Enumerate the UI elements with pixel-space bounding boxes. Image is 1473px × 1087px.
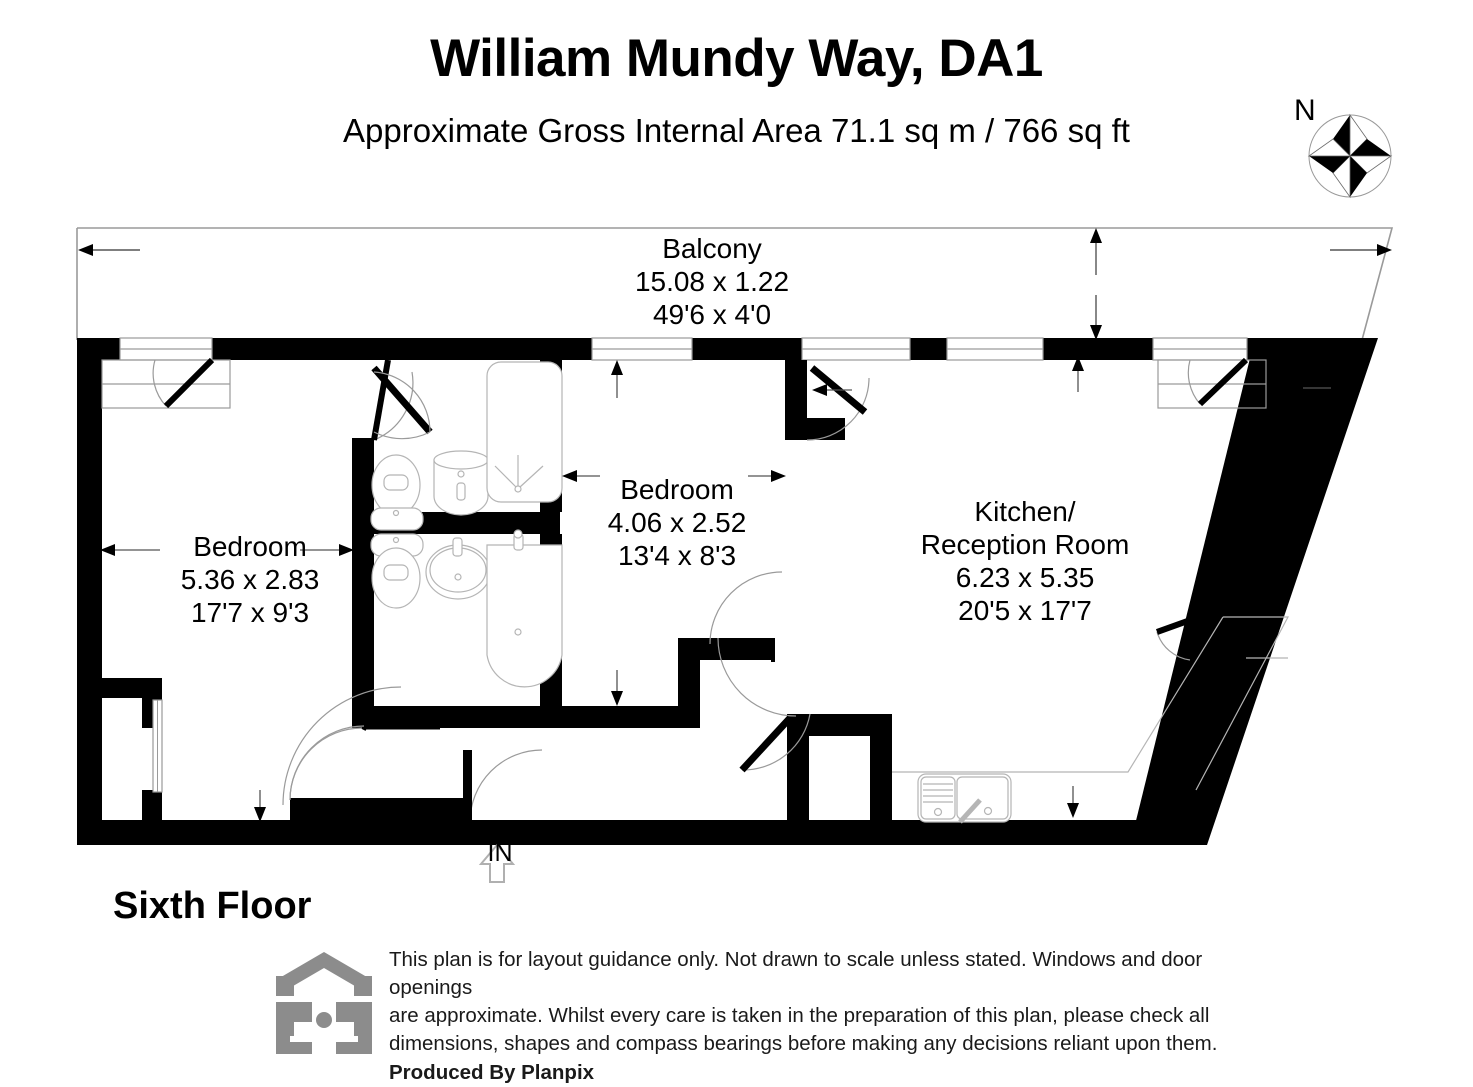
page-title: William Mundy Way, DA1 bbox=[430, 29, 1043, 88]
window-swing-arcs bbox=[152, 357, 1249, 409]
room-imperial-dims: 17'7 x 9'3 bbox=[190, 597, 310, 628]
left-wall-window bbox=[152, 699, 163, 793]
window-frames bbox=[101, 337, 1267, 409]
planpix-house-icon bbox=[276, 952, 372, 1054]
room-name: Balcony bbox=[662, 233, 762, 264]
bedroom-left-upper-door bbox=[373, 371, 431, 433]
entrance-marker: IN bbox=[470, 838, 530, 868]
room-label-bedroom-middle: Bedroom 4.06 x 2.52 13'4 x 8'3 bbox=[527, 473, 827, 572]
footer-line-2: are approximate. Whilst every care is ta… bbox=[389, 1004, 1210, 1027]
footer-line-3: dimensions, shapes and compass bearings … bbox=[389, 1032, 1218, 1055]
page-subtitle: Approximate Gross Internal Area 71.1 sq … bbox=[343, 112, 1130, 149]
bathroom-upper-fixtures bbox=[370, 361, 563, 531]
compass-rose: N bbox=[1288, 94, 1398, 208]
room-label-kitchen-reception: Kitchen/ Reception Room 6.23 x 5.35 20'5… bbox=[855, 495, 1195, 627]
room-metric-dims: 5.36 x 2.83 bbox=[180, 564, 320, 595]
shower-icon bbox=[486, 361, 563, 503]
footer-line-1: This plan is for layout guidance only. N… bbox=[389, 948, 1203, 999]
hall-door-swings-2 bbox=[282, 686, 402, 806]
room-imperial-dims: 13'4 x 8'3 bbox=[617, 540, 737, 571]
room-name-line2: Reception Room bbox=[920, 529, 1130, 560]
room-imperial-dims: 49'6 x 4'0 bbox=[652, 299, 772, 330]
room-name: Bedroom bbox=[193, 531, 307, 562]
dimension-arrows bbox=[100, 356, 1346, 822]
entrance-arrow-icon bbox=[478, 843, 516, 883]
interior-walls bbox=[102, 360, 892, 822]
room-metric-dims: 6.23 x 5.35 bbox=[955, 562, 1095, 593]
room-metric-dims: 15.08 x 1.22 bbox=[634, 266, 790, 297]
compass-rose-icon bbox=[1307, 113, 1393, 199]
entrance-label: IN bbox=[487, 839, 513, 867]
balcony-outline bbox=[76, 227, 1394, 341]
room-label-bedroom-left: Bedroom 5.36 x 2.83 17'7 x 9'3 bbox=[102, 530, 398, 629]
footer-producer: Produced By Planpix bbox=[389, 1061, 595, 1084]
room-label-balcony: Balcony 15.08 x 1.22 49'6 x 4'0 bbox=[562, 232, 862, 331]
kitchen-fixtures bbox=[892, 615, 1289, 824]
exterior-walls bbox=[77, 338, 1378, 845]
room-name-line1: Kitchen/ bbox=[974, 496, 1076, 527]
floor-label: Sixth Floor bbox=[113, 885, 312, 927]
compass-north-label: N bbox=[1294, 94, 1316, 127]
room-imperial-dims: 20'5 x 17'7 bbox=[958, 595, 1092, 626]
bathtub-icon bbox=[486, 544, 563, 688]
balcony-dimension-arrows bbox=[78, 228, 1392, 340]
room-metric-dims: 4.06 x 2.52 bbox=[607, 507, 747, 538]
footer-disclaimer: This plan is for layout guidance only. N… bbox=[389, 946, 1249, 1087]
bathroom-lower-fixtures bbox=[370, 529, 563, 688]
room-name: Bedroom bbox=[620, 474, 734, 505]
